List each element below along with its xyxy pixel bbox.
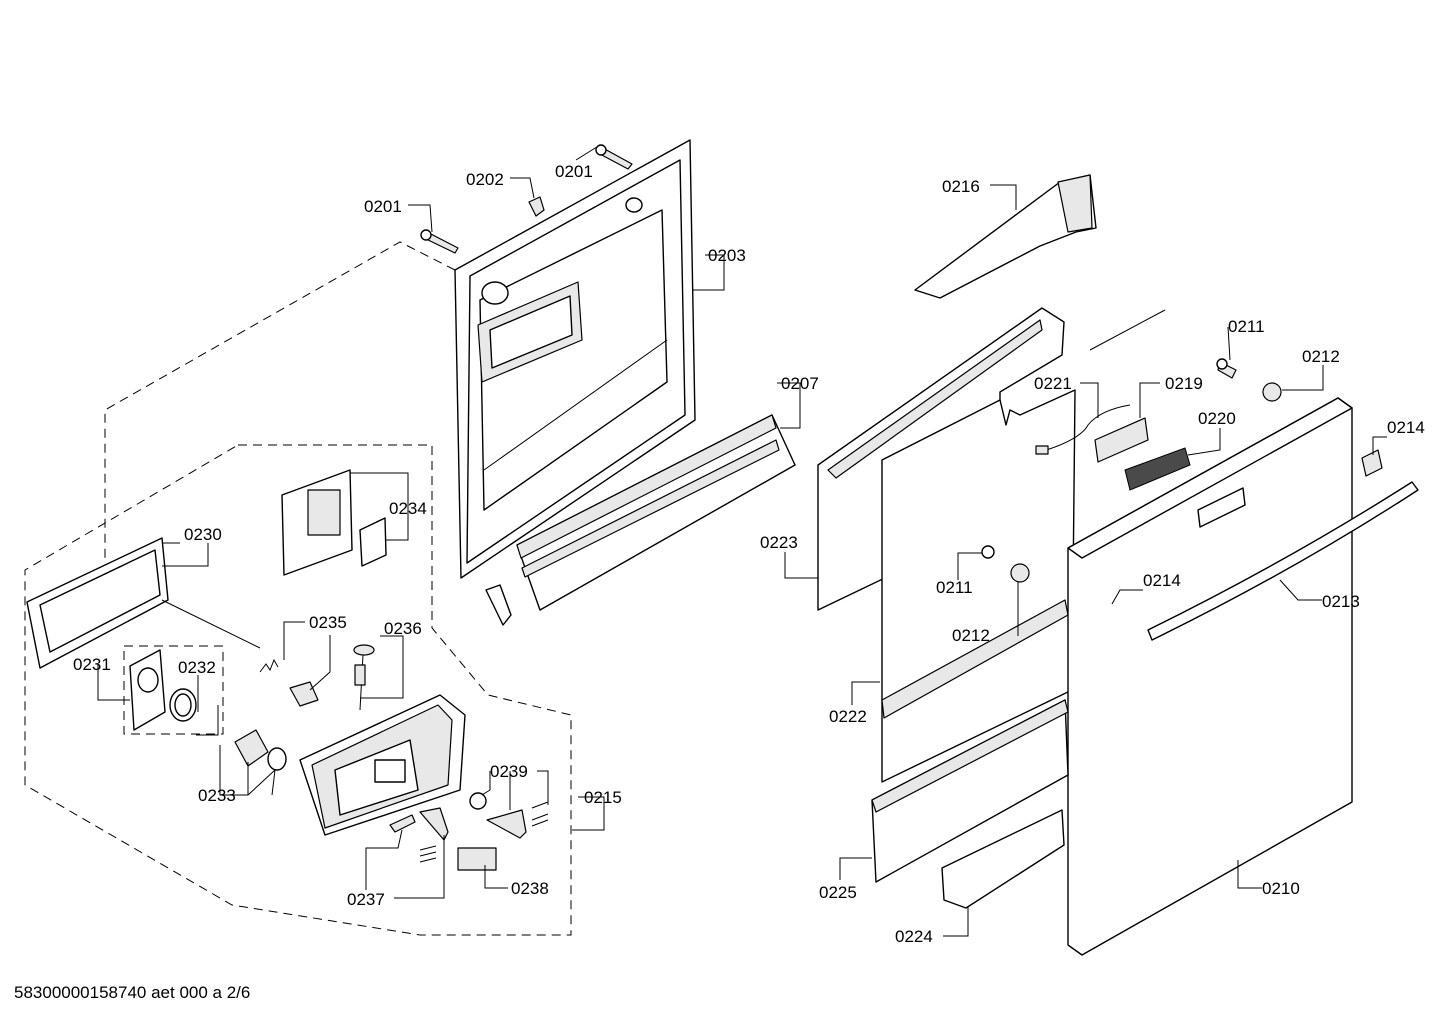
filter-insert [281, 469, 387, 576]
label-0201-top: 0201 [555, 162, 593, 181]
label-0239: 0239 [490, 762, 528, 781]
label-0216: 0216 [942, 177, 980, 196]
screw-0211-top [1216, 358, 1237, 379]
ball-0239 [469, 792, 549, 839]
label-0238: 0238 [511, 879, 549, 898]
group-outline-dispenser-group [24, 444, 572, 936]
label-0230: 0230 [184, 525, 222, 544]
screw-0201-left [420, 229, 459, 254]
label-0221: 0221 [1034, 374, 1072, 393]
screw-0211-mid [981, 545, 995, 559]
label-0214-door: 0214 [1143, 571, 1181, 590]
cable-housing-0216 [914, 174, 1097, 299]
washer-0212-top [1262, 382, 1282, 402]
label-0220: 0220 [1198, 409, 1236, 428]
display-0220 [1124, 447, 1191, 491]
clip-0202 [528, 196, 545, 217]
label-0215: 0215 [584, 788, 622, 807]
door-seal-strip [485, 414, 796, 626]
inner-door-panel [454, 139, 696, 579]
part-labels: 0201 0201 0202 0203 0207 0216 0211 0212 … [73, 162, 1425, 946]
kick-strip-0224 [941, 809, 1065, 909]
inner-panel-0222 [881, 389, 1076, 783]
group-outline-cover-subgroup [123, 645, 224, 735]
connector-0233 [234, 729, 287, 771]
label-0237: 0237 [347, 890, 385, 909]
kick-panel-0225 [871, 699, 1069, 883]
label-0223: 0223 [760, 533, 798, 552]
label-0213: 0213 [1322, 592, 1360, 611]
label-0212-mid: 0212 [952, 626, 990, 645]
label-0225: 0225 [819, 883, 857, 902]
insulation-edge [1089, 309, 1166, 351]
cable-0221 [1035, 404, 1131, 455]
label-0201-left: 0201 [364, 197, 402, 216]
label-0211-mid: 0211 [936, 578, 973, 597]
label-0202: 0202 [466, 170, 504, 189]
leader-lines [97, 144, 1387, 937]
label-0212-top: 0212 [1302, 347, 1340, 366]
label-0214-right: 0214 [1387, 418, 1425, 437]
pin-0236 [353, 644, 375, 711]
screw-0201-top [595, 144, 633, 170]
spring-0235 [259, 658, 319, 707]
door-handle-0213 [1147, 481, 1419, 641]
label-0233: 0233 [198, 786, 236, 805]
label-0207: 0207 [781, 374, 819, 393]
label-0224: 0224 [895, 927, 933, 946]
label-0211-top: 0211 [1228, 317, 1265, 336]
label-0219: 0219 [1165, 374, 1203, 393]
magnet-0238 [457, 847, 497, 871]
label-0203: 0203 [708, 246, 746, 265]
washer-0212-mid [1010, 563, 1030, 583]
cover-0231 [129, 649, 166, 731]
ring-0232 [169, 688, 197, 722]
bracket-0219 [1094, 417, 1149, 463]
group-outline-door-cover [104, 241, 456, 560]
label-0222: 0222 [829, 707, 867, 726]
label-0232: 0232 [178, 658, 216, 677]
detergent-dispenser [299, 694, 466, 836]
front-door-panel-0210 [1067, 397, 1353, 956]
door-cover-frame [26, 537, 169, 669]
label-0210: 0210 [1262, 879, 1300, 898]
label-0235: 0235 [309, 613, 347, 632]
label-0236: 0236 [384, 619, 422, 638]
label-0234: 0234 [389, 499, 427, 518]
drawing-reference-footer: 58300000158740 aet 000 a 2/6 [14, 983, 250, 1002]
clip-0214-right [1361, 449, 1383, 477]
lever-0237 [389, 807, 449, 863]
label-0231: 0231 [73, 655, 111, 674]
